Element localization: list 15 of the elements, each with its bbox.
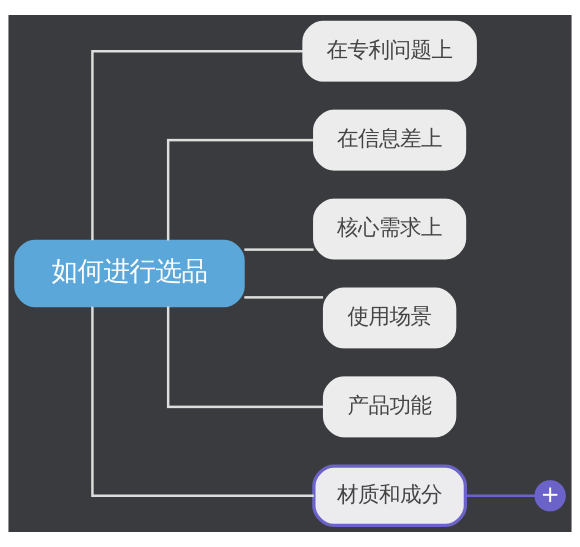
- node-box: 产品功能: [322, 376, 456, 438]
- connector: [91, 50, 303, 240]
- node-box: 在信息差上: [313, 110, 466, 171]
- connector: [244, 248, 314, 251]
- node-box: 材质和成分: [312, 464, 467, 528]
- connector: [166, 306, 324, 408]
- node-circle: +: [534, 480, 566, 512]
- connector: [166, 138, 314, 241]
- node-box: 在专利问题上: [302, 20, 477, 82]
- node-box: 如何进行选品: [14, 240, 245, 308]
- connector: [244, 296, 324, 299]
- connector: [466, 494, 535, 497]
- connector: [91, 306, 314, 497]
- node-box: 核心需求上: [313, 198, 466, 260]
- node-box: 使用场景: [322, 288, 456, 348]
